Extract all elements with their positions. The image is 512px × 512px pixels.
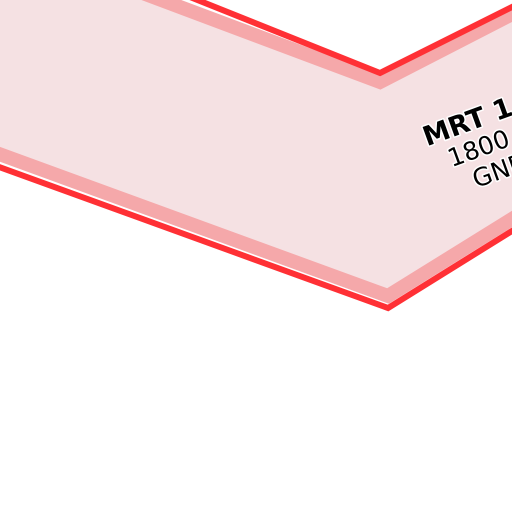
- zone-outline-bottom: [0, 164, 512, 312]
- restricted-airspace-zone[interactable]: [0, 0, 512, 312]
- zone-inner-band-bottom: [0, 146, 512, 304]
- zone-outline-top: [189, 0, 512, 77]
- zone-inner-band-top: [141, 0, 512, 90]
